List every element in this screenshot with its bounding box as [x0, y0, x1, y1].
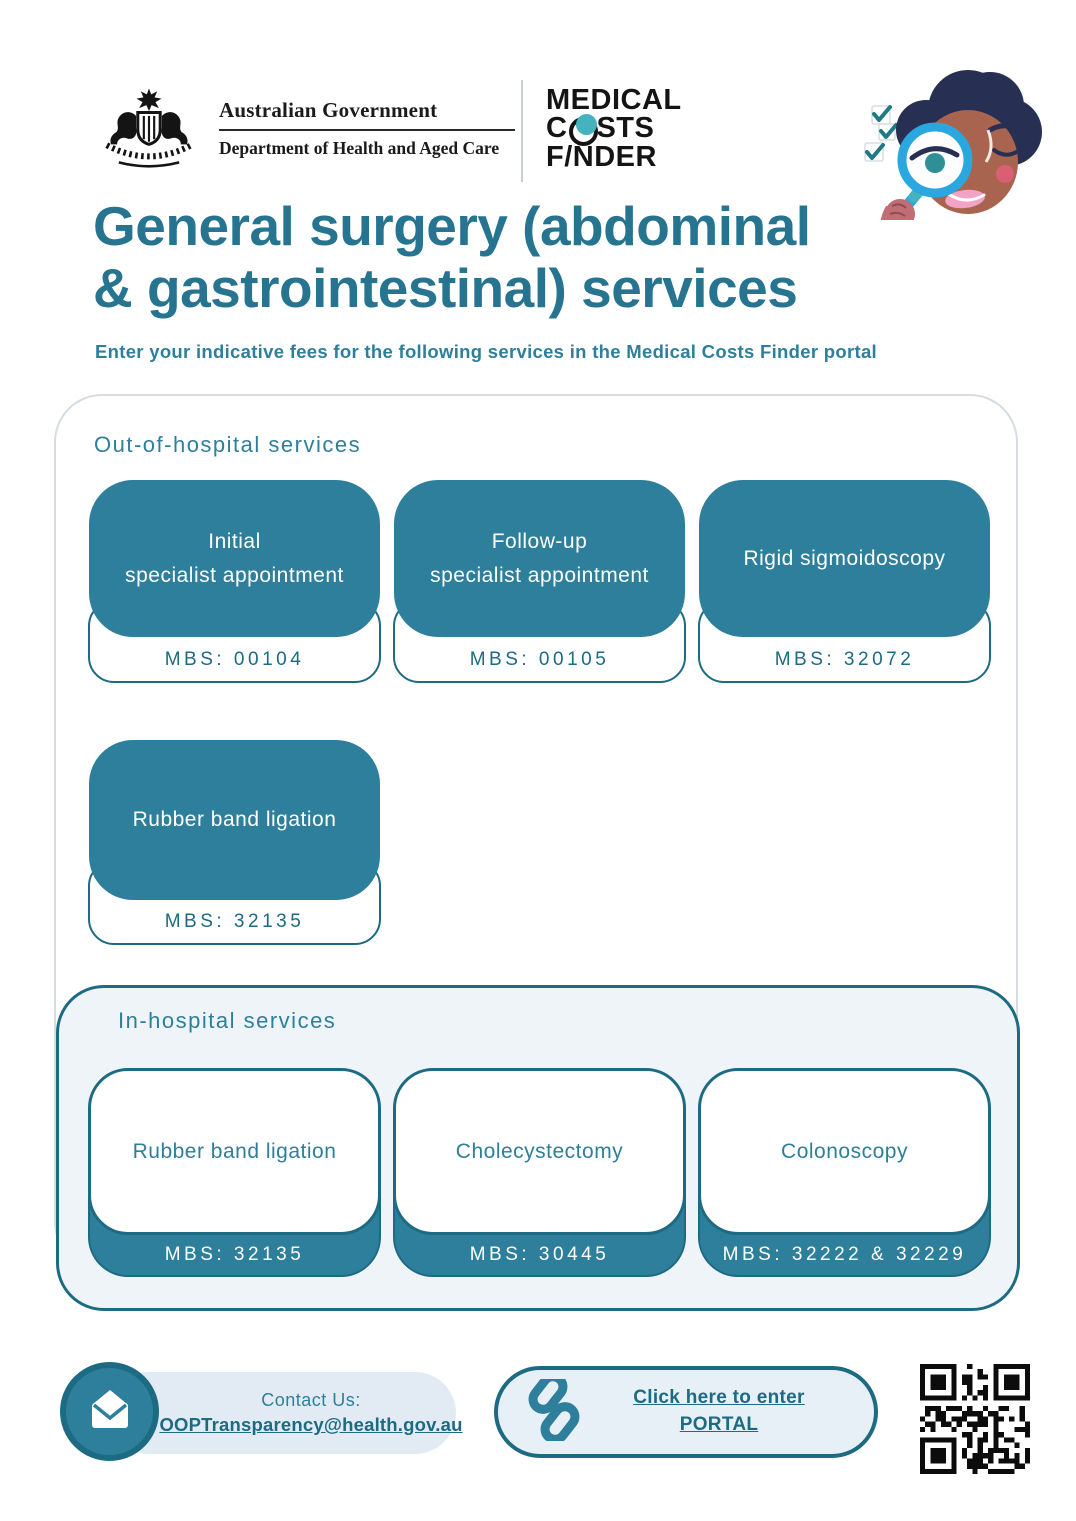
mbs-code: MBS: 00104: [164, 649, 305, 670]
mcf-logo-line3: F/NDER: [546, 140, 657, 173]
service-card-rigid-sigmoidoscopy: Rigid sigmoidoscopy MBS: 32072: [698, 480, 991, 683]
service-card-cholecystectomy: Cholecystectomy MBS: 30445: [393, 1068, 686, 1277]
mcf-logo-line1: MEDICAL: [546, 84, 682, 116]
chain-link-icon: [526, 1371, 582, 1446]
mbs-code: MBS: 30445: [469, 1244, 610, 1265]
mbs-code: MBS: 32222 & 32229: [722, 1244, 967, 1265]
card-title-panel: Rubber band ligation: [89, 740, 380, 900]
in-hospital-label: In-hospital services: [118, 1008, 337, 1033]
header-divider: [521, 80, 523, 182]
out-of-hospital-label: Out-of-hospital services: [94, 432, 362, 457]
mbs-code: MBS: 32135: [164, 911, 305, 932]
contact-label: Contact Us:: [261, 1390, 361, 1410]
envelope-icon: [87, 1388, 133, 1435]
magnifier-person-illustration: [848, 68, 1056, 236]
gov-logo-line2: Department of Health and Aged Care: [219, 138, 500, 158]
mbs-code: MBS: 00105: [469, 649, 610, 670]
portal-button[interactable]: Click here to enter PORTAL: [494, 1366, 878, 1458]
card-title-panel: Cholecystectomy: [393, 1068, 686, 1235]
service-card-rubber-band-ligation-ih: Rubber band ligation MBS: 32135: [88, 1068, 381, 1277]
page-title: General surgery (abdominal & gastrointes…: [93, 195, 811, 319]
email-badge: [60, 1362, 159, 1461]
service-card-colonoscopy: Colonoscopy MBS: 32222 & 32229: [698, 1068, 991, 1277]
card-title-panel: Rigid sigmoidoscopy: [699, 480, 990, 637]
gov-logo-rule: [219, 129, 515, 131]
mcf-teal-dot-icon: [569, 114, 599, 147]
service-card-rubber-band-ligation-ooh: Rubber band ligation MBS: 32135: [88, 740, 381, 945]
page-subtitle: Enter your indicative fees for the follo…: [95, 341, 877, 362]
card-title-panel: Rubber band ligation: [88, 1068, 381, 1235]
portal-link-text[interactable]: Click here to enter PORTAL: [633, 1387, 805, 1435]
qr-code: [920, 1364, 1030, 1474]
contact-pill: Contact Us: OOPTransparency@health.gov.a…: [108, 1372, 462, 1454]
card-title-panel: Colonoscopy: [698, 1068, 991, 1235]
mbs-code: MBS: 32135: [164, 1244, 305, 1265]
australian-government-logo: Australian Government Department of Heal…: [93, 84, 515, 189]
gov-logo-line1: Australian Government: [219, 98, 438, 122]
mbs-code: MBS: 32072: [774, 649, 915, 670]
coat-of-arms-icon: [93, 84, 205, 189]
contact-email-link[interactable]: OOPTransparency@health.gov.au: [159, 1414, 463, 1435]
